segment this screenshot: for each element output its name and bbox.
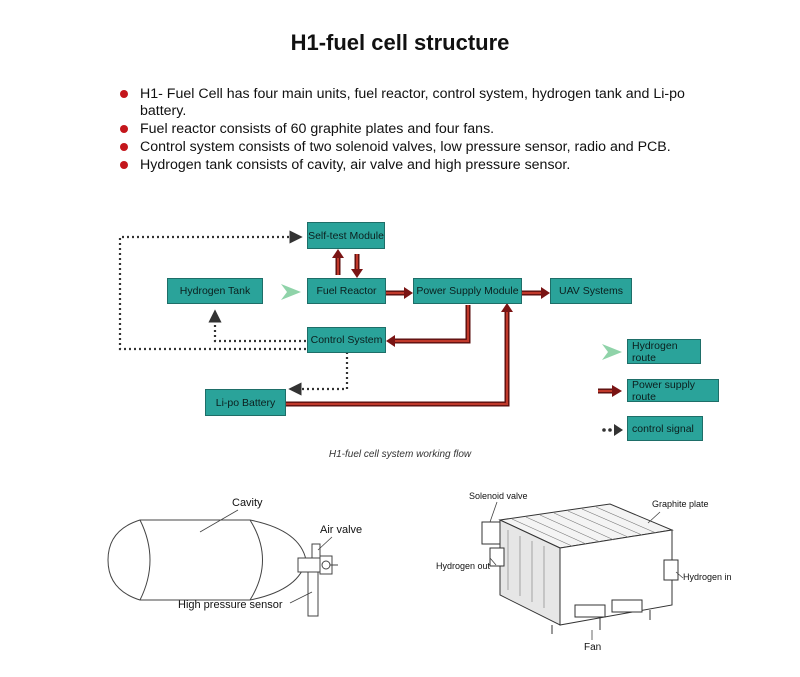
diagram-caption: H1-fuel cell system working flow	[328, 449, 472, 460]
air-valve-label: Air valve	[320, 524, 363, 536]
bullet-text: Control system consists of two solenoid …	[140, 139, 671, 155]
bullet-text: Hydrogen tank consists of cavity, air va…	[140, 157, 571, 173]
power-route-lines	[286, 254, 543, 407]
lipo-battery-box: Li-po Battery	[205, 389, 286, 416]
bullet-dot-icon	[120, 90, 128, 98]
cavity-label: Cavity	[232, 497, 263, 509]
high-pressure-sensor-label: High pressure sensor	[178, 599, 283, 611]
graphite-plate-label: Graphite plate	[652, 499, 709, 509]
bullet-item: H1- Fuel Cell has four main units, fuel …	[118, 86, 728, 120]
uav-systems-box: UAV Systems	[550, 278, 632, 304]
solenoid-valve-label: Solenoid valve	[469, 491, 528, 501]
bullet-item: Hydrogen tank consists of cavity, air va…	[118, 157, 728, 174]
bullet-item: Control system consists of two solenoid …	[118, 139, 728, 156]
bullet-text: H1- Fuel Cell has four main units, fuel …	[140, 86, 685, 119]
bullet-item: Fuel reactor consists of 60 graphite pla…	[118, 121, 728, 138]
hydrogen-route-arrow	[281, 284, 301, 300]
power-supply-module-box: Power Supply Module	[413, 278, 522, 304]
control-system-box: Control System	[307, 327, 386, 353]
bullet-dot-icon	[120, 161, 128, 169]
power-route-heads	[332, 249, 550, 347]
legend-control-signal: control signal	[627, 416, 703, 441]
bullet-list: H1- Fuel Cell has four main units, fuel …	[118, 86, 728, 175]
legend-power-supply-route: Power supply route	[627, 379, 719, 403]
legend-hydrogen-route: Hydrogen route	[627, 339, 701, 364]
bullet-dot-icon	[120, 143, 128, 151]
legend-signal-icon	[602, 424, 623, 436]
hydrogen-tank-box: Hydrogen Tank	[167, 278, 263, 304]
page-title: H1-fuel cell structure	[290, 30, 510, 55]
self-test-module-box: Self-test Module	[307, 222, 385, 249]
hydrogen-out-label: Hydrogen out	[436, 561, 491, 571]
control-signal-lines	[118, 230, 349, 396]
fan-label: Fan	[584, 642, 602, 653]
bullet-dot-icon	[120, 125, 128, 133]
legend-power-icon	[598, 385, 622, 397]
bullet-text: Fuel reactor consists of 60 graphite pla…	[140, 121, 495, 137]
hydrogen-in-label: Hydrogen in	[683, 572, 732, 582]
fuel-reactor-box: Fuel Reactor	[307, 278, 386, 304]
legend-hydrogen-icon	[602, 344, 622, 360]
